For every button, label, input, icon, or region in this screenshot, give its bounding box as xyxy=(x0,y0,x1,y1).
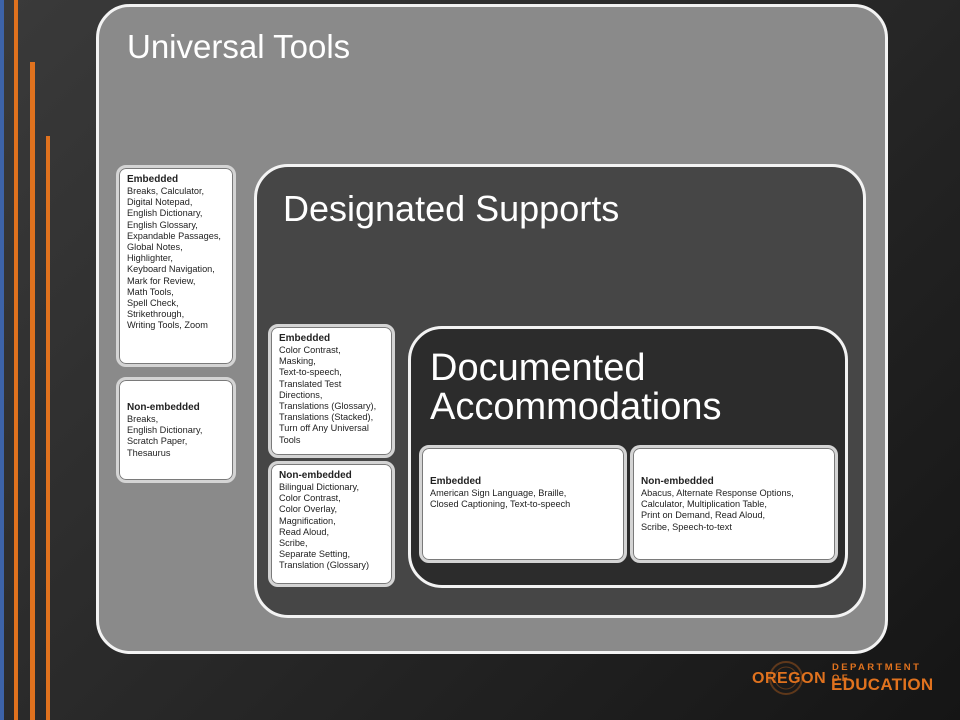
card-items: Breaks, English Dictionary, Scratch Pape… xyxy=(127,414,203,458)
logo-education-text: EDUCATION xyxy=(831,675,934,694)
card-title: Non-embedded xyxy=(641,476,714,487)
logo-oregon-text: OREGON xyxy=(752,670,827,687)
universal-tools-non-embedded-card: Non-embedded Breaks, English Dictionary,… xyxy=(116,377,236,483)
universal-tools-embedded-card: Embedded Breaks, Calculator, Digital Not… xyxy=(116,165,236,367)
card-items: Breaks, Calculator, Digital Notepad, Eng… xyxy=(127,186,221,331)
oregon-department-of-education-logo: OREGON DEPARTMENT OF EDUCATION xyxy=(748,658,938,698)
oregon-seal-icon xyxy=(769,661,803,695)
card-title: Non-embedded xyxy=(279,470,352,481)
logo-department-text: DEPARTMENT OF xyxy=(832,662,922,684)
left-orange-stripe-2 xyxy=(30,62,35,720)
card-items: Abacus, Alternate Response Options, Calc… xyxy=(641,488,794,532)
card-items: Bilingual Dictionary, Color Contrast, Co… xyxy=(279,482,370,571)
documented-accommodations-title: Documented Accommodations xyxy=(430,347,722,428)
designated-supports-non-embedded-card: Non-embedded Bilingual Dictionary, Color… xyxy=(268,461,395,587)
card-title: Embedded xyxy=(127,174,179,185)
card-items: Color Contrast, Masking, Text-to-speech,… xyxy=(279,345,377,445)
left-edge-blue-stripe xyxy=(0,0,4,720)
card-title: Embedded xyxy=(279,333,331,344)
designated-supports-embedded-card: Embedded Color Contrast, Masking, Text-t… xyxy=(268,324,395,458)
documented-accommodations-embedded-card: Embedded American Sign Language, Braille… xyxy=(419,445,627,563)
card-title: Non-embedded xyxy=(127,402,200,413)
universal-tools-title: Universal Tools xyxy=(127,28,351,65)
card-title: Embedded xyxy=(430,476,482,487)
left-orange-stripe-1 xyxy=(14,0,18,720)
designated-supports-title: Designated Supports xyxy=(283,188,620,229)
card-items: American Sign Language, Braille, Closed … xyxy=(430,488,571,510)
documented-accommodations-non-embedded-card: Non-embedded Abacus, Alternate Response … xyxy=(630,445,838,563)
left-orange-stripe-3 xyxy=(46,136,50,720)
